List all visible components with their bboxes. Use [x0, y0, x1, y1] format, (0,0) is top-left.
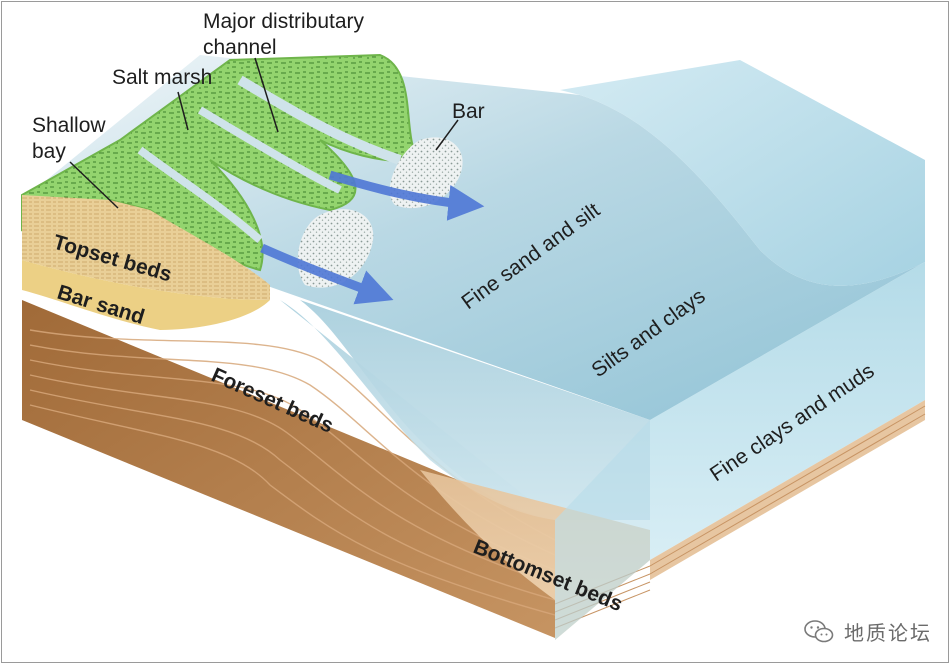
leader-bar — [435, 119, 459, 151]
right-bottomset-lines — [649, 405, 926, 575]
distributary-channel-1 — [137, 146, 263, 244]
leader-major-channel — [254, 57, 279, 133]
bar-sand — [22, 260, 270, 330]
deep-sea-surface — [560, 60, 925, 286]
label-shallow-bay-line1: Shallow — [32, 114, 106, 137]
topset-beds — [22, 195, 270, 300]
label-major-channel-line1: Major distributary — [203, 10, 365, 33]
right-face-bottomset — [650, 400, 925, 580]
watermark-text: 地质论坛 — [844, 621, 932, 645]
leader-shallow-bay — [69, 161, 119, 209]
watermark: 地质论坛 — [804, 617, 932, 646]
leader-salt-marsh — [177, 91, 189, 131]
front-face-sediment — [22, 300, 555, 638]
label-bar: Bar — [452, 100, 485, 123]
flow-arrow-1 — [328, 170, 485, 221]
mouth-bar-1 — [389, 137, 463, 209]
label-major-channel-line2: channel — [203, 36, 277, 59]
major-distributary-channel — [237, 75, 402, 165]
label-salt-marsh: Salt marsh — [112, 66, 212, 89]
leader-lines — [69, 57, 459, 209]
wechat-icon — [804, 619, 834, 642]
corner-face — [555, 420, 650, 640]
distributary-channel-2 — [197, 106, 342, 194]
right-face-water — [650, 262, 925, 560]
front-face-water-body — [300, 300, 650, 520]
label-shallow-bay-line2: bay — [32, 140, 66, 163]
flow-arrow-2 — [260, 243, 394, 305]
